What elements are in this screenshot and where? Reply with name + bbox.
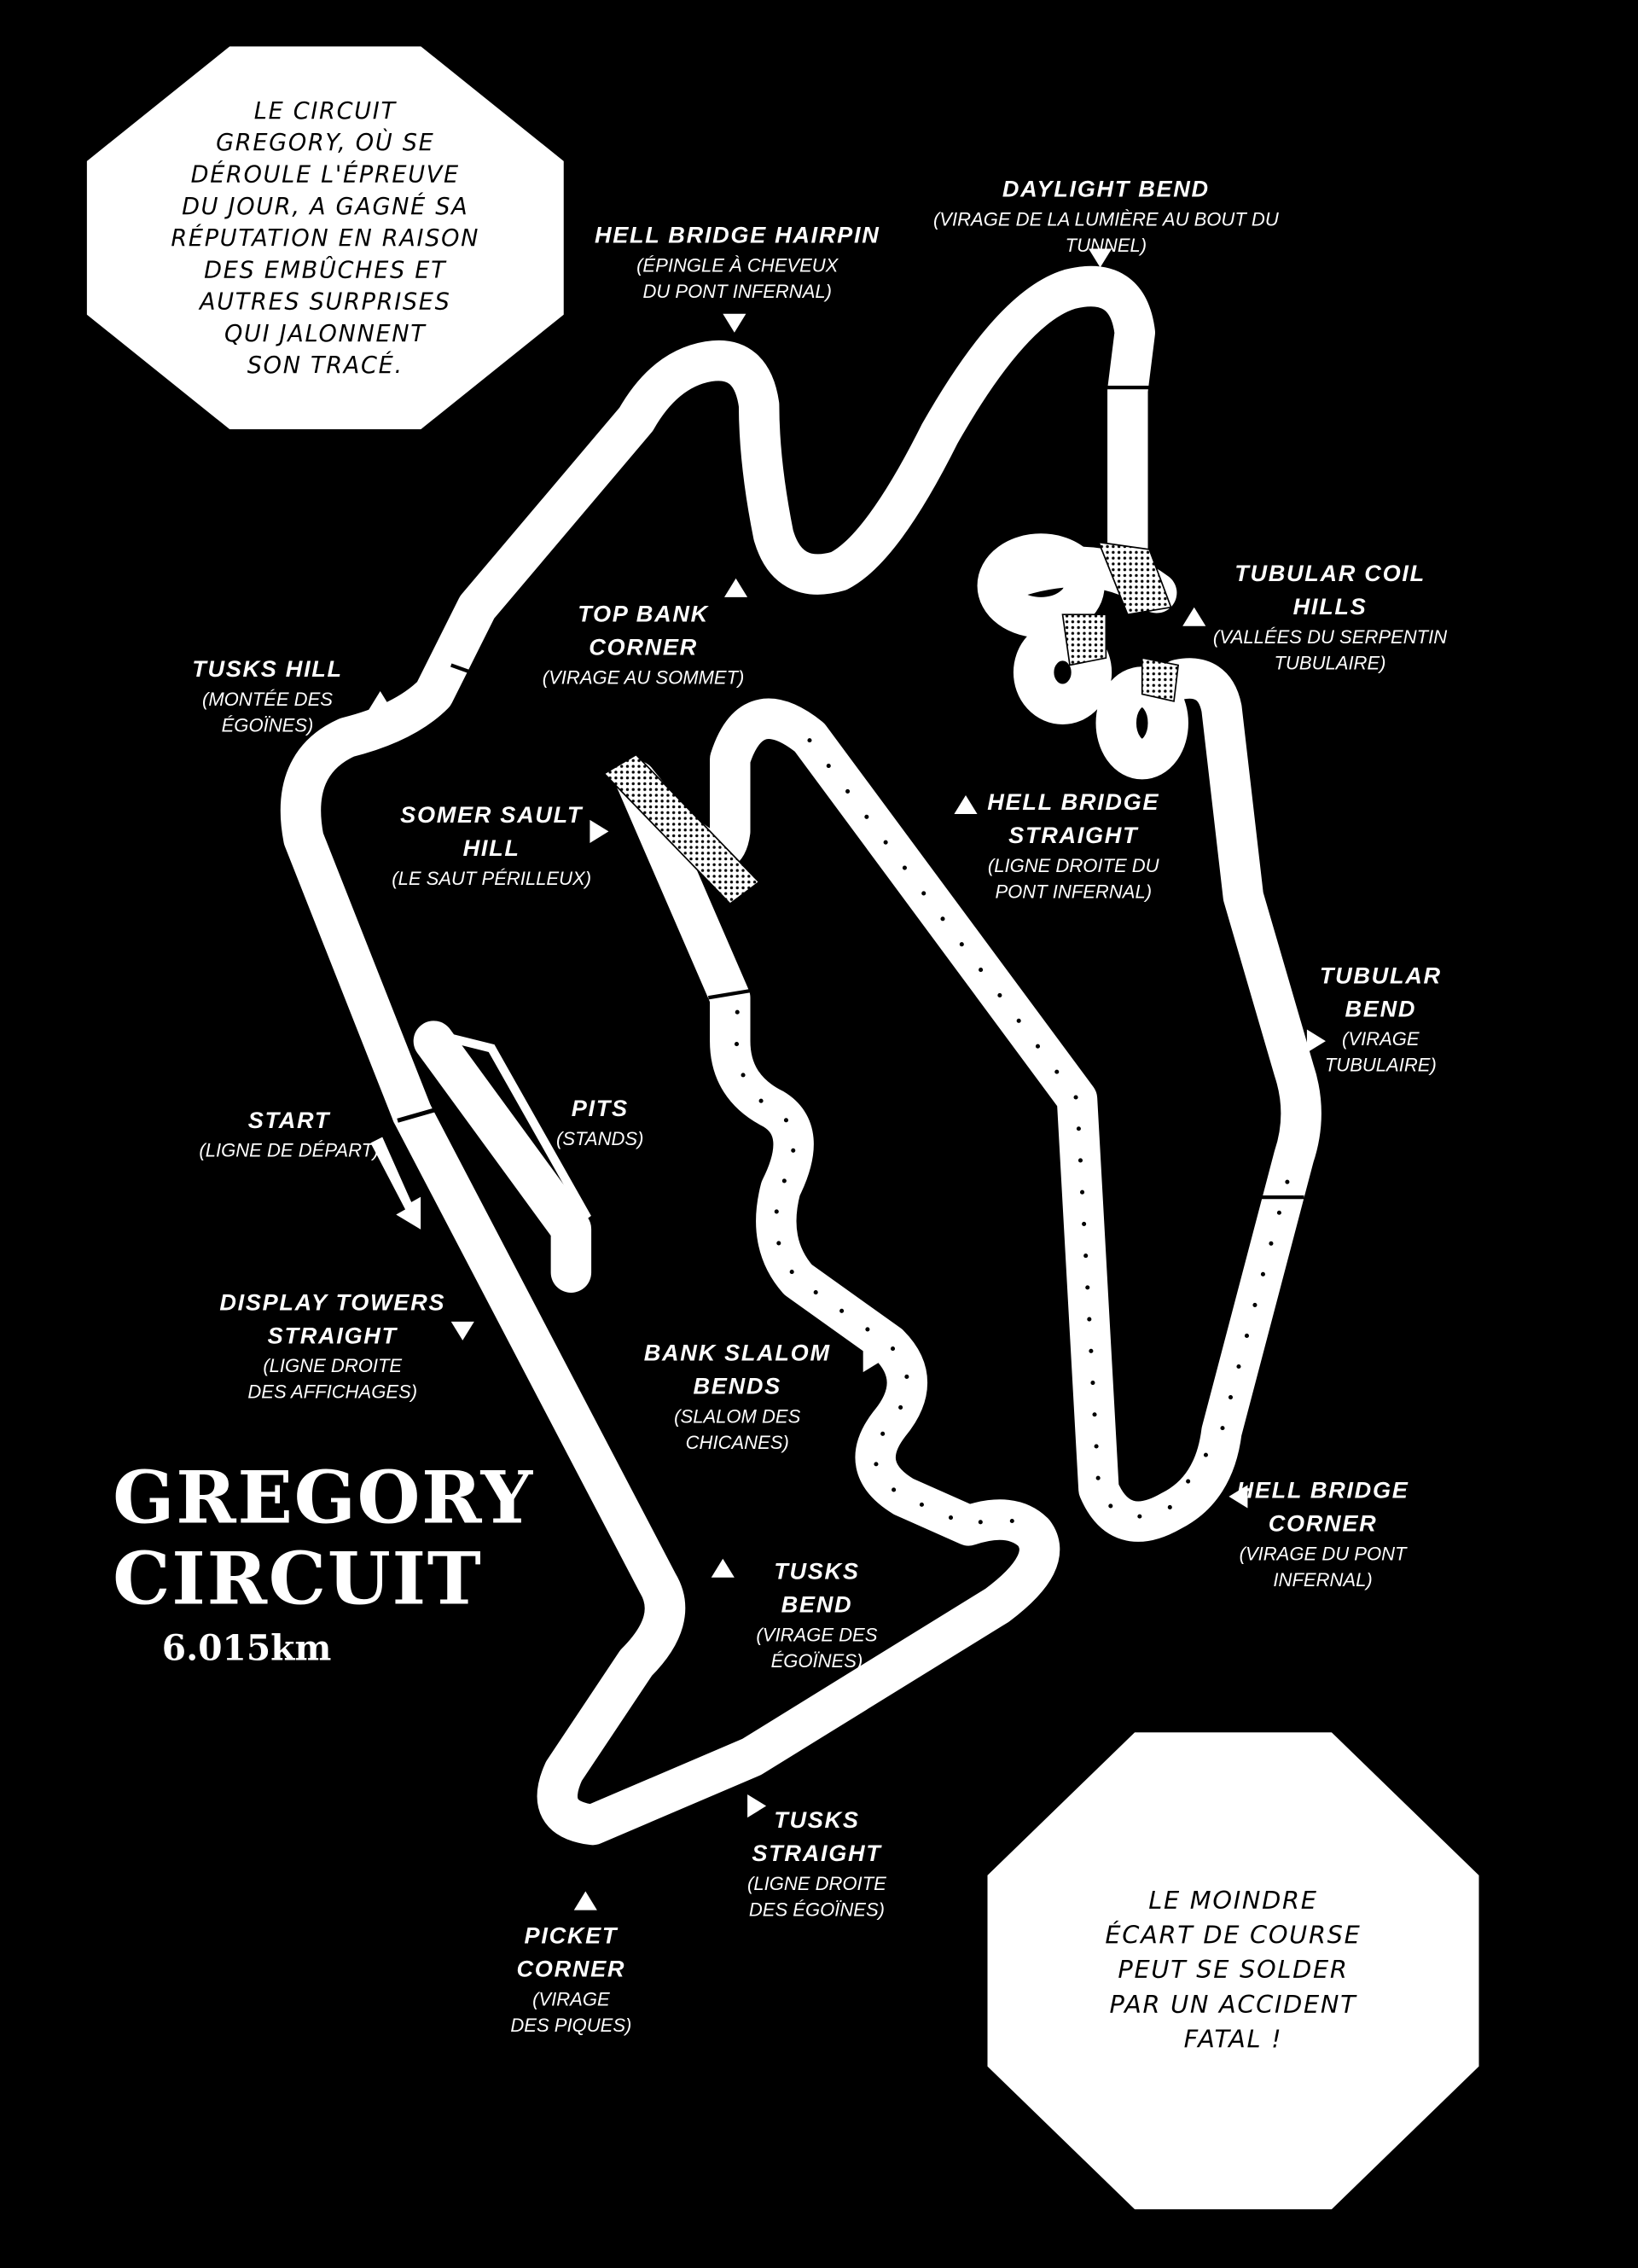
triangle-marker-icon [369,691,392,711]
triangle-marker-icon [450,1321,474,1340]
triangle-marker-icon [863,1349,882,1373]
triangle-marker-icon [1182,607,1206,626]
circuit-title-line1: GREGORY [113,1454,534,1540]
triangle-marker-icon [723,313,746,333]
triangle-marker-icon [711,1558,735,1578]
label-top-bank-corner: TOP BANK CORNER(VIRAGE AU SOMMET) [542,602,745,689]
label-tusks-bend: TUSKS BEND(VIRAGE DES ÉGOÏNES) [756,1560,878,1672]
label-somer-sault-hill: SOMER SAULT HILL(LE SAUT PÉRILLEUX) [392,804,592,890]
label-pits: PITS(STANDS) [556,1097,644,1150]
label-tubular-bend: TUBULAR BEND(VIRAGE TUBULAIRE) [1319,964,1442,1076]
circuit-title: GREGORY CIRCUIT [113,1457,534,1620]
sector-lines [450,386,1304,1200]
label-display-towers-straight: DISPLAY TOWERS STRAIGHT(LIGNE DROITE DES… [219,1291,446,1403]
triangle-marker-icon [573,1891,597,1910]
triangle-marker-icon [1228,1485,1248,1509]
triangle-marker-icon [723,578,748,597]
triangle-marker-icon [590,819,609,843]
label-start: START(LIGNE DE DÉPART) [199,1108,380,1161]
warning-caption-bubble: Le moindre écart de course peut se solde… [987,1732,1479,2210]
label-tubular-coil-hills: TUBULAR COIL HILLS(VALLÉES DU SERPENTIN … [1212,562,1448,674]
circuit-length: 6.015km [161,1626,332,1669]
triangle-marker-icon [954,795,978,815]
label-tusks-straight: TUSKS STRAIGHT(LIGNE DROITE DES ÉGOÏNES) [747,1808,886,1921]
label-bank-slalom-bends: BANK SLALOM BENDS(SLALOM DES CHICANES) [643,1341,831,1454]
triangle-marker-icon [1306,1029,1326,1053]
label-hell-bridge-hairpin: HELL BRIDGE HAIRPIN(ÉPINGLE À CHEVEUX DU… [594,224,880,303]
label-picket-corner: PICKET CORNER(VIRAGE DES PIQUES) [510,1924,632,2036]
circuit-title-line2: CIRCUIT [113,1535,483,1621]
dotted-track-markers [734,738,1297,1535]
label-daylight-bend: DAYLIGHT BEND(VIRAGE DE LA LUMIÈRE AU BO… [932,177,1279,256]
label-tusks-hill: TUSKS HILL(MONTÉE DES ÉGOÏNES) [192,658,343,736]
label-hell-bridge-straight: HELL BRIDGE STRAIGHT(LIGNE DROITE DU PON… [987,790,1160,903]
triangle-marker-icon [1089,248,1112,268]
triangle-marker-icon [747,1794,767,1818]
label-hell-bridge-corner: HELL BRIDGE CORNER(VIRAGE DU PONT INFERN… [1236,1479,1409,1591]
intro-caption-bubble: Le circuit Gregory, où se déroule l'épre… [86,46,564,430]
shaded-hill-areas [602,541,1180,905]
start-arrow-icon [366,1132,424,1235]
pit-lane [397,1026,591,1243]
